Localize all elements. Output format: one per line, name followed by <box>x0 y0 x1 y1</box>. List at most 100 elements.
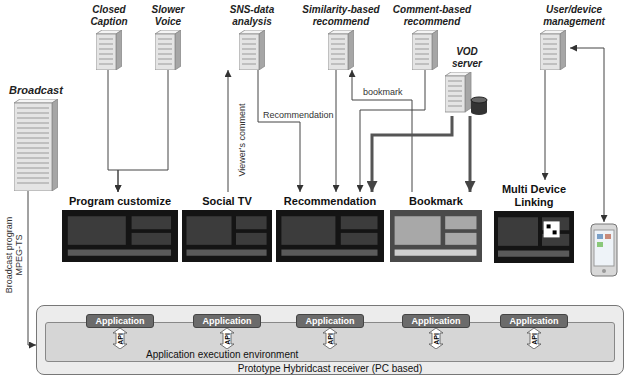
disk-top <box>471 97 487 103</box>
api-arrow: API <box>323 328 337 349</box>
broadcast-server: Broadcast <box>6 84 66 191</box>
api-arrow: API <box>527 328 541 349</box>
server-slot <box>17 123 49 124</box>
edge-label: Broadcast program MPEG-TS <box>4 209 24 301</box>
connector-line <box>228 70 229 192</box>
server-slot <box>415 59 429 60</box>
server-slot <box>415 64 429 65</box>
phone-app-icon <box>597 242 603 247</box>
server-slot <box>331 54 345 55</box>
server-front <box>540 34 560 70</box>
screen-panel <box>341 216 378 229</box>
node-label: Application <box>501 315 567 327</box>
thick-data-arrow <box>372 116 452 192</box>
screen-bar <box>395 250 477 256</box>
screen-panel <box>281 216 335 245</box>
server-slot <box>331 44 345 45</box>
connector-line <box>336 70 337 192</box>
server-side <box>465 72 471 112</box>
application-screen: Multi Device Linking <box>494 180 574 263</box>
server-slot <box>415 39 429 40</box>
application-box: Application <box>296 314 364 328</box>
server-slot <box>331 49 345 50</box>
connector-line <box>258 70 300 192</box>
server-slot <box>17 168 49 169</box>
node-label: API <box>433 333 440 345</box>
server-slot <box>242 44 256 45</box>
node-label: Application <box>194 315 260 327</box>
server-slot <box>415 54 429 55</box>
screen-image <box>390 210 482 262</box>
screen-panel <box>187 216 232 245</box>
smartphone-icon <box>591 224 617 276</box>
server-slot <box>158 49 172 50</box>
server-slot <box>448 96 462 97</box>
qr-code <box>544 221 560 237</box>
server-front <box>96 34 116 70</box>
server-front <box>14 103 52 191</box>
server-slot <box>17 133 49 134</box>
node-label: API <box>327 333 334 345</box>
thick-data-arrow <box>469 116 472 192</box>
node-label: API <box>117 333 124 345</box>
connector-line <box>360 70 425 192</box>
server-slot <box>17 128 49 129</box>
server-slot <box>158 64 172 65</box>
screenshot-illustration <box>182 210 272 262</box>
screen-bar <box>281 250 377 256</box>
receiver-box: Prototype Hybridcast receiver (PC based)… <box>36 305 624 375</box>
server-icon <box>155 30 181 70</box>
application-box: Application <box>86 314 154 328</box>
screen-title: Recommendation <box>276 195 384 208</box>
server-slot <box>99 44 113 45</box>
screen-title: Social TV <box>182 195 272 208</box>
screenshot-illustration <box>62 210 178 262</box>
server-front <box>328 34 348 70</box>
server-node: Slower Voice <box>140 4 196 70</box>
server-slot <box>158 44 172 45</box>
server-slot <box>17 118 49 119</box>
screen-background <box>276 210 384 262</box>
server-slot <box>448 101 462 102</box>
server-icon <box>14 99 58 191</box>
screenshot-illustration <box>390 210 482 262</box>
edge-label: bookmark <box>362 87 404 97</box>
server-side <box>52 99 58 191</box>
screen-image <box>62 210 178 262</box>
server-node: Similarity-based recommend <box>296 4 386 70</box>
application-box: Application <box>193 314 261 328</box>
server-slot <box>17 108 49 109</box>
server-slot <box>17 113 49 114</box>
server-slot <box>448 91 462 92</box>
application-screen: Program customize <box>62 192 178 262</box>
screen-panel <box>341 233 378 245</box>
node-label: Application <box>403 315 469 327</box>
vod-server-icon <box>445 72 489 116</box>
server-side <box>348 30 354 70</box>
api-arrow: API <box>220 328 234 349</box>
server-side <box>560 30 566 70</box>
screen-panel <box>498 217 538 246</box>
phone-body <box>591 224 617 276</box>
server-icon <box>96 30 122 70</box>
device-link-line <box>570 48 604 222</box>
node-heading: Similarity-based recommend <box>296 4 386 28</box>
node-label: Prototype Hybridcast receiver (PC based) <box>37 363 623 374</box>
screen-panel <box>236 216 267 229</box>
screen-panel <box>132 216 171 229</box>
server-slot <box>543 39 557 40</box>
server-side <box>175 30 181 70</box>
server-slot <box>415 49 429 50</box>
server-slot <box>415 44 429 45</box>
server-slot <box>242 54 256 55</box>
server-slot <box>448 106 462 107</box>
screen-background <box>390 210 482 262</box>
server-slot <box>17 183 49 184</box>
server-slot <box>17 138 49 139</box>
screen-title: Program customize <box>62 195 178 208</box>
server-icon <box>239 30 265 70</box>
screen-panel <box>68 216 126 245</box>
server-node: SNS-data analysis <box>212 4 292 70</box>
server-slot <box>158 54 172 55</box>
server-slot <box>543 49 557 50</box>
